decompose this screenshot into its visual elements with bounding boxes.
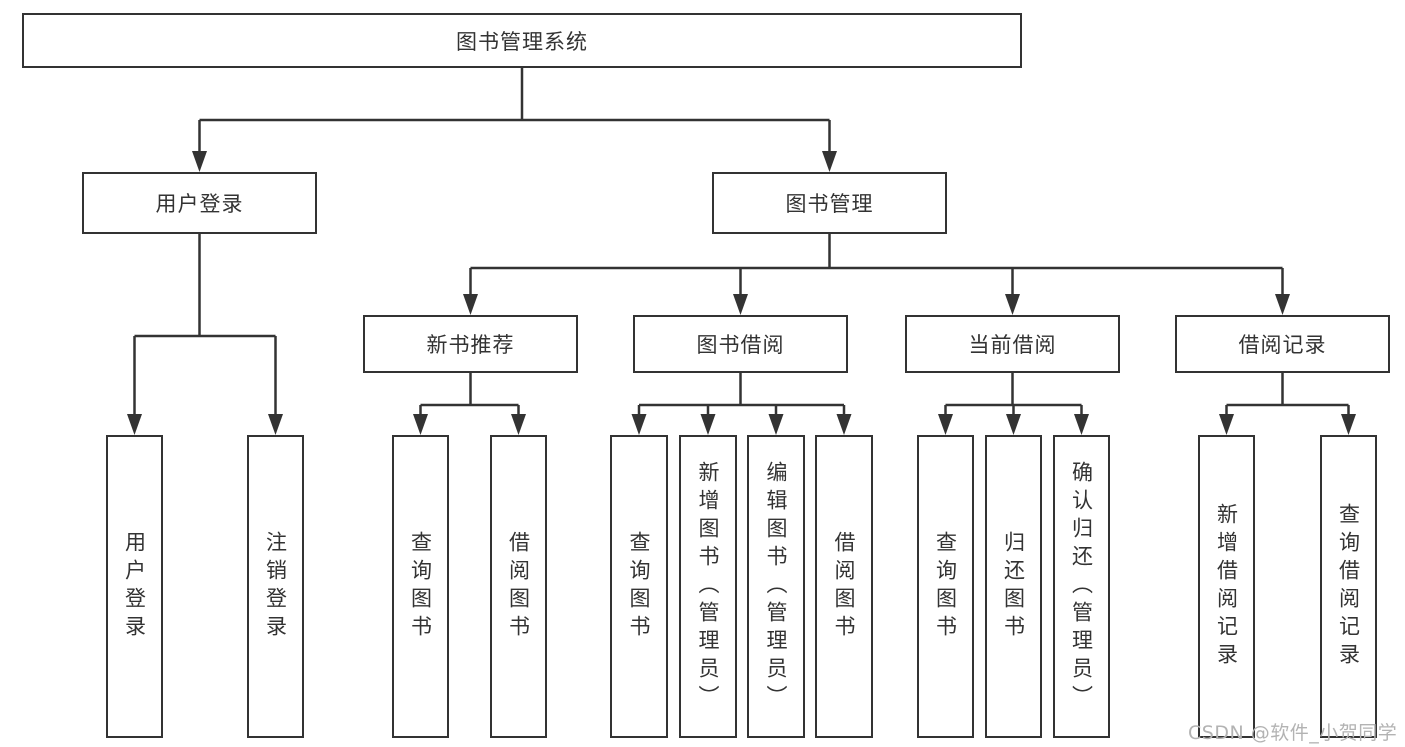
csdn-watermark: CSDN @软件_小贺同学: [1188, 722, 1398, 744]
node-new-book-recommend: 新书推荐: [363, 315, 578, 373]
leaf-recommend-query-books: 查询图书: [392, 435, 449, 738]
leaf-records-add-record: 新增借阅记录: [1198, 435, 1255, 738]
leaf-records-query-record: 查询借阅记录: [1320, 435, 1377, 738]
node-library-management-system: 图书管理系统: [22, 13, 1022, 68]
node-book-borrowing: 图书借阅: [633, 315, 848, 373]
leaf-borrowing-add-books-admin: 新增图书（管理员）: [679, 435, 737, 738]
leaf-logout: 注销登录: [247, 435, 304, 738]
node-current-borrowing: 当前借阅: [905, 315, 1120, 373]
leaf-recommend-borrow-books: 借阅图书: [490, 435, 547, 738]
arrowheads: [127, 151, 1356, 435]
leaf-borrowing-edit-books-admin: 编辑图书（管理员）: [747, 435, 805, 738]
leaf-current-return-books: 归还图书: [985, 435, 1042, 738]
leaf-current-query-books: 查询图书: [917, 435, 974, 738]
leaf-user-login: 用户登录: [106, 435, 163, 738]
node-book-management: 图书管理: [712, 172, 947, 234]
leaf-borrowing-borrow-books: 借阅图书: [815, 435, 873, 738]
leaf-current-confirm-return-admin: 确认归还（管理员）: [1053, 435, 1110, 738]
node-user-login: 用户登录: [82, 172, 317, 234]
node-borrowing-records: 借阅记录: [1175, 315, 1390, 373]
leaf-borrowing-query-books: 查询图书: [610, 435, 668, 738]
